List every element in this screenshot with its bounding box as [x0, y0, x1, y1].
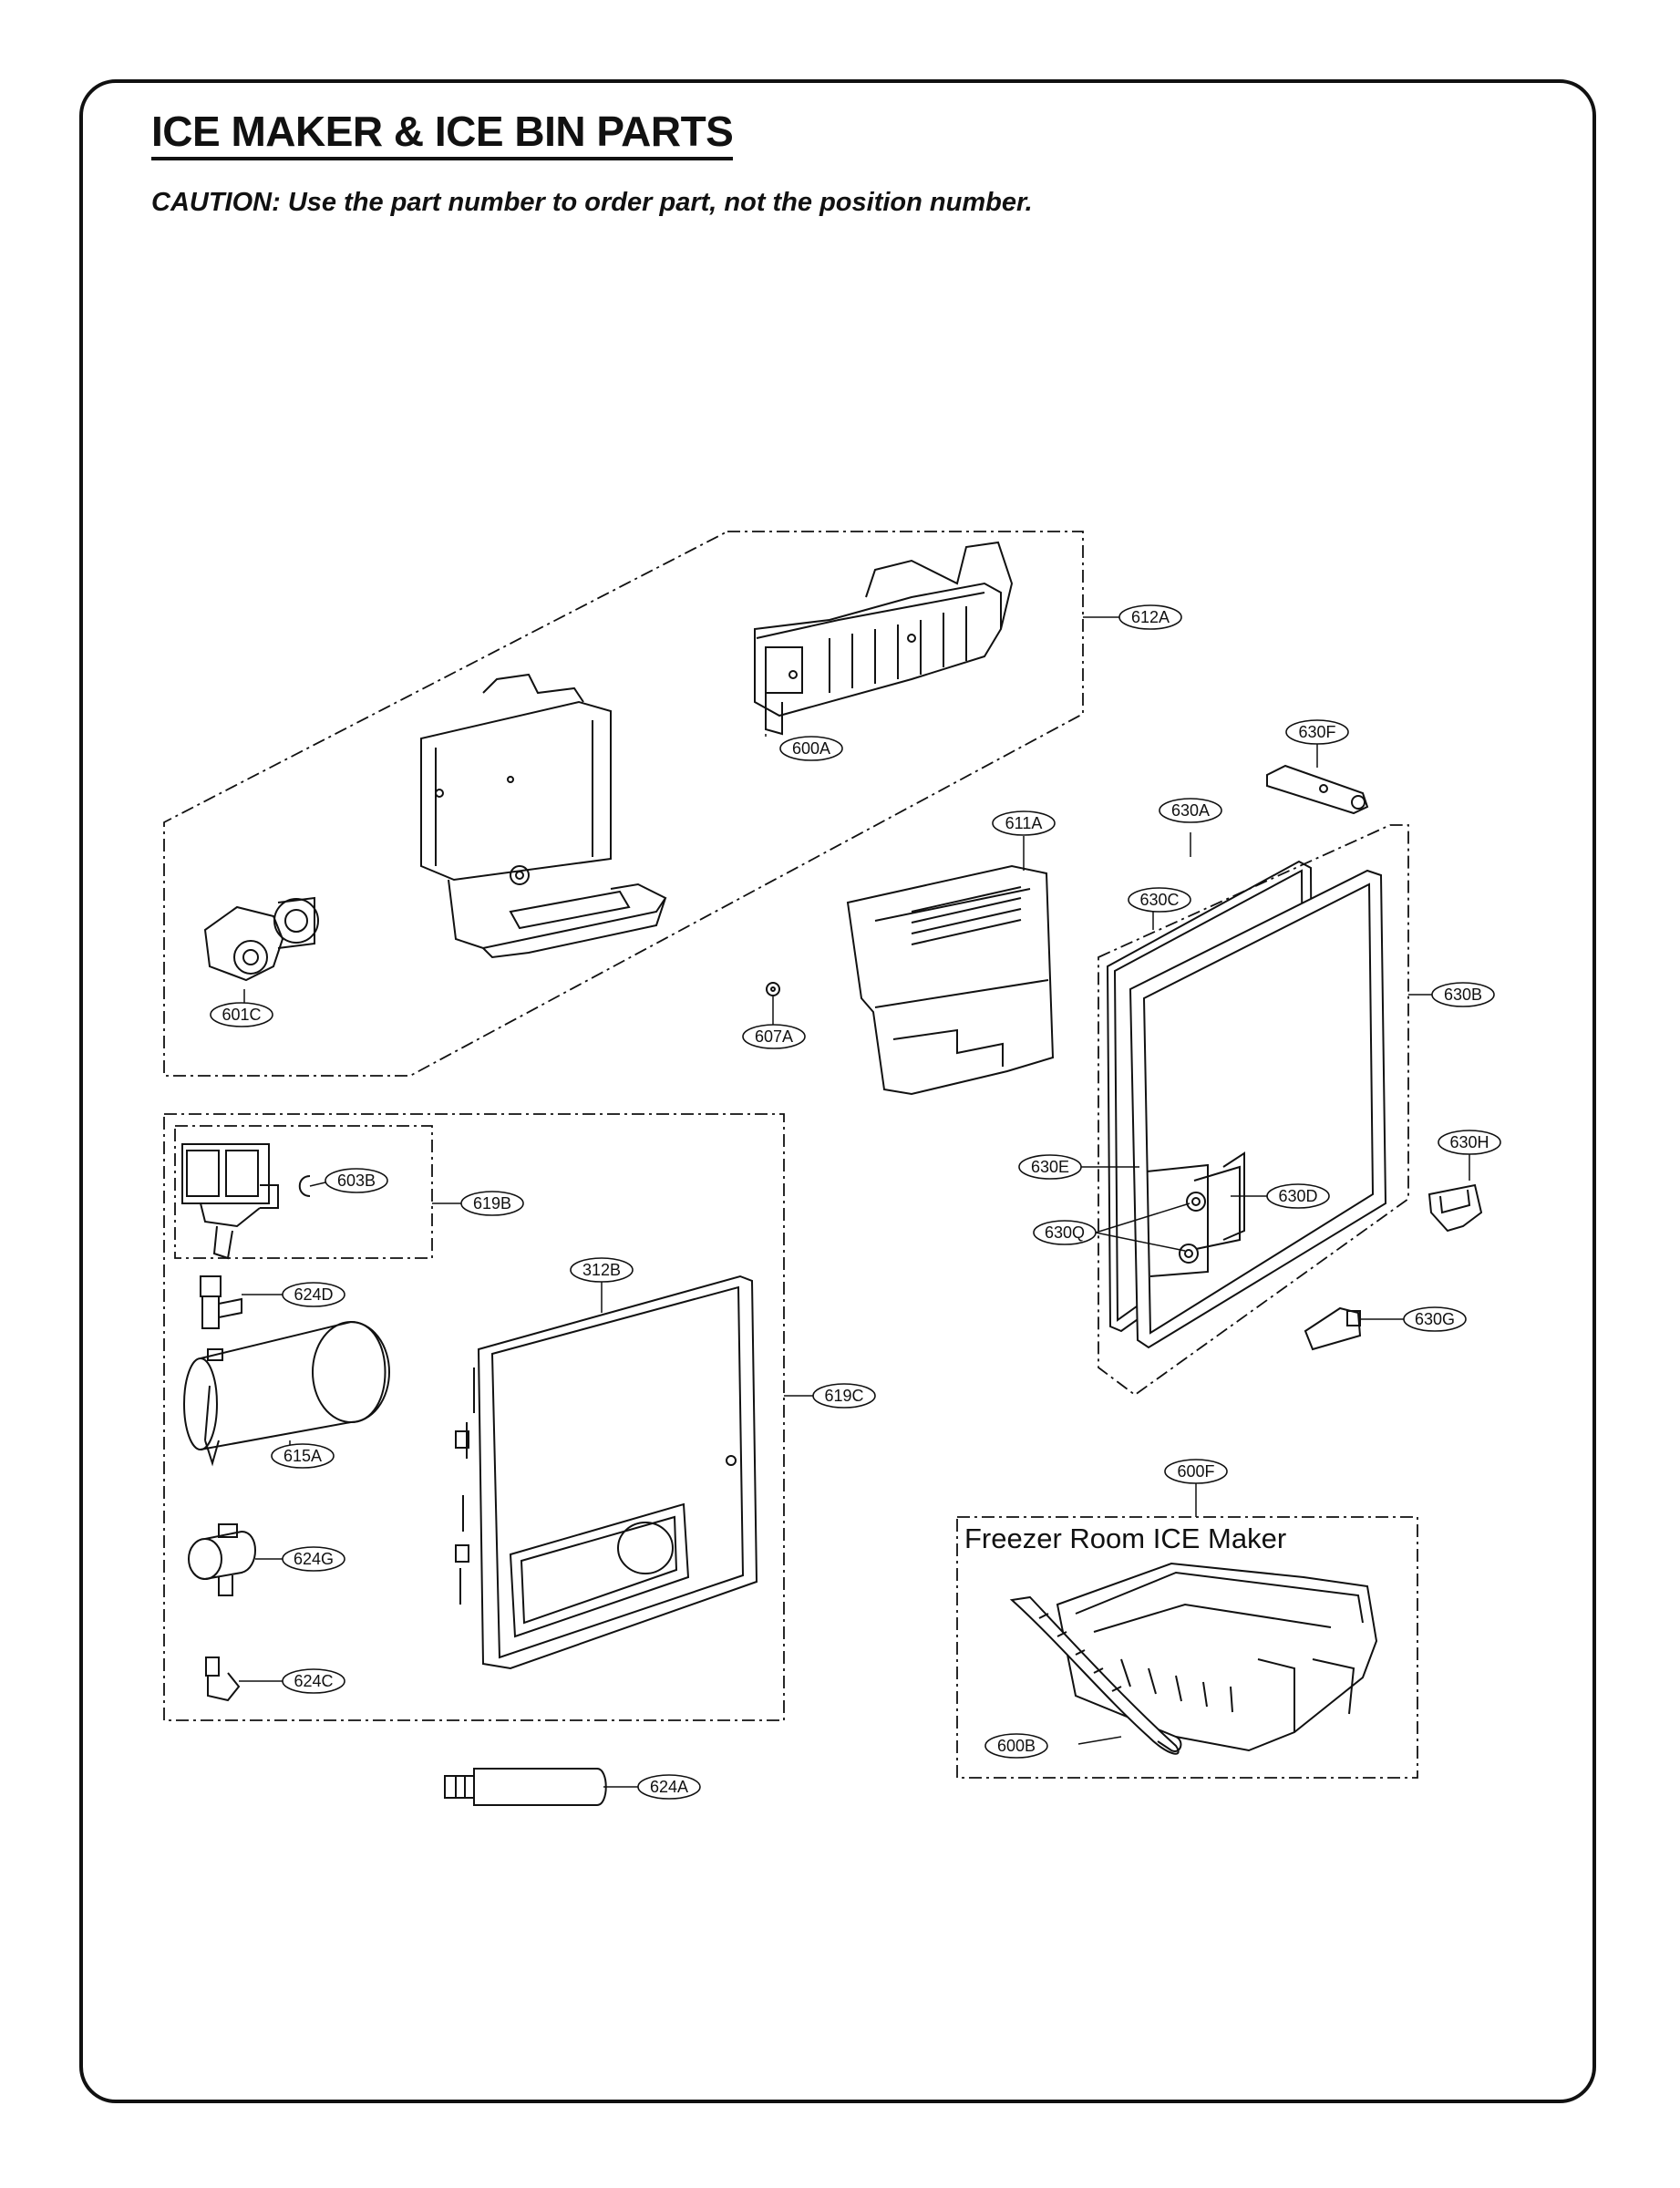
filter-615A-drawing: [183, 1320, 390, 1467]
elbow-624C-drawing: [205, 1656, 241, 1702]
callout-624D: 624D: [294, 1285, 333, 1304]
leader-lines: [239, 616, 1470, 1788]
callout-615A-bubble: [271, 1443, 335, 1469]
callout-624G-bubble: [282, 1546, 345, 1572]
callout-630D-bubble: [1266, 1183, 1330, 1209]
callout-601C-bubble: [210, 1002, 273, 1027]
callout-612A: 612A: [1131, 608, 1170, 626]
group-600F-boundary: [956, 1516, 1418, 1779]
callout-611A-bubble: [992, 810, 1056, 836]
callout-600A-bubble: [779, 736, 843, 761]
callout-624A-bubble: [637, 1774, 701, 1800]
ice-maker-600A-drawing: [754, 541, 1014, 736]
panel-312B-drawing: [455, 1275, 758, 1670]
callout-630G: 630G: [1415, 1310, 1455, 1328]
bracket-630G-drawing: [1304, 1306, 1362, 1351]
callout-615A: 615A: [283, 1447, 322, 1465]
freezer-ice-maker-600F-drawing: [1009, 1562, 1378, 1755]
callout-630B-bubble: [1431, 982, 1495, 1007]
callout-600F: 600F: [1177, 1462, 1214, 1481]
callout-630Q: 630Q: [1045, 1223, 1085, 1242]
valve-619B-drawing: [181, 1143, 311, 1260]
callout-624A: 624A: [650, 1778, 688, 1796]
hinge-630F-drawing: [1266, 764, 1369, 815]
callout-630H-bubble: [1438, 1130, 1501, 1155]
filter-624A-drawing: [444, 1768, 607, 1806]
screw-607A-drawing: [766, 982, 780, 996]
callout-630C: 630C: [1139, 891, 1179, 909]
callout-630E: 630E: [1031, 1158, 1069, 1176]
callout-bubbles: [210, 604, 1501, 1800]
group-612A-boundary: [163, 531, 1084, 1077]
callout-600B-bubble: [984, 1733, 1048, 1759]
callout-603B-bubble: [325, 1168, 388, 1193]
motor-601C-drawing: [203, 896, 319, 982]
callout-624C: 624C: [294, 1672, 333, 1690]
fitting-624D-drawing: [200, 1275, 242, 1329]
group-630A-boundary: [1098, 824, 1409, 1397]
callout-630C-bubble: [1128, 887, 1191, 913]
page-frame: [79, 79, 1596, 2103]
subassembly-title: Freezer Room ICE Maker: [964, 1522, 1286, 1554]
callout-630D: 630D: [1278, 1187, 1317, 1205]
caution-note: CAUTION: Use the part number to order pa…: [151, 188, 1033, 217]
callout-630B: 630B: [1444, 986, 1482, 1004]
callout-624G: 624G: [294, 1550, 334, 1568]
callout-312B: 312B: [582, 1261, 621, 1279]
callout-600F-bubble: [1164, 1459, 1228, 1484]
cover-611A-drawing: [846, 864, 1055, 1096]
callout-630E-bubble: [1018, 1154, 1082, 1180]
callout-603B: 603B: [337, 1171, 376, 1190]
clip-630H-drawing: [1427, 1183, 1483, 1233]
callout-630G-bubble: [1403, 1306, 1467, 1332]
callout-630A: 630A: [1171, 801, 1210, 820]
callout-601C: 601C: [222, 1006, 261, 1024]
page-title: ICE MAKER & ICE BIN PARTS: [151, 108, 734, 160]
callout-624C-bubble: [282, 1668, 345, 1694]
callout-612A-bubble: [1118, 604, 1182, 630]
callout-619B-bubble: [460, 1191, 524, 1216]
callout-630F-bubble: [1285, 719, 1349, 745]
callout-630H: 630H: [1449, 1133, 1489, 1151]
callout-619B: 619B: [473, 1194, 511, 1213]
callout-630F: 630F: [1298, 723, 1335, 741]
group-619B-boundary: [174, 1125, 433, 1259]
callout-607A-bubble: [742, 1024, 806, 1049]
callout-619C-bubble: [812, 1383, 876, 1409]
callout-630Q-bubble: [1033, 1220, 1097, 1245]
callout-312B-bubble: [570, 1257, 634, 1283]
callout-619C: 619C: [824, 1387, 863, 1405]
bracket-housing-drawing: [420, 673, 667, 959]
connector-624G-drawing: [188, 1523, 256, 1596]
callout-630A-bubble: [1159, 798, 1222, 823]
callout-600B: 600B: [997, 1737, 1036, 1755]
group-619C-boundary: [163, 1113, 785, 1721]
callout-600A: 600A: [792, 739, 830, 758]
callout-624D-bubble: [282, 1282, 345, 1307]
callout-607A: 607A: [755, 1027, 793, 1046]
callout-611A: 611A: [1005, 814, 1043, 832]
